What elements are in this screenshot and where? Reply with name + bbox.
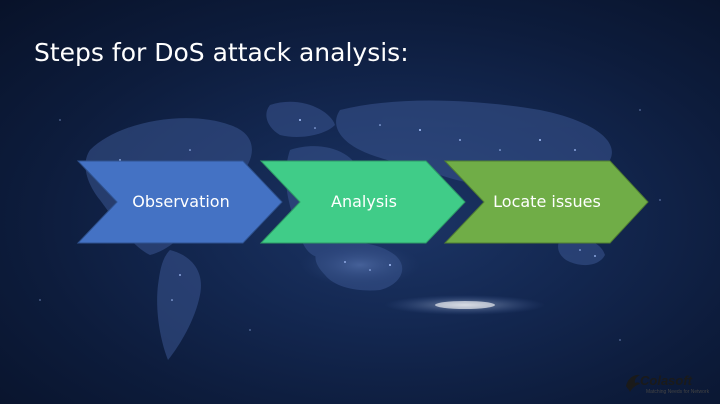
chevron-observation bbox=[76, 160, 283, 244]
chevron-analysis bbox=[259, 160, 466, 244]
chevron-locate-issues bbox=[443, 160, 649, 244]
logo-bird-icon bbox=[626, 374, 640, 392]
step-label-observation: Observation bbox=[132, 192, 230, 211]
step-label-analysis: Analysis bbox=[331, 192, 397, 211]
logo-name: Colasoft bbox=[640, 373, 692, 388]
colasoft-logo: Colasoft Matching Needs for Network bbox=[622, 370, 714, 400]
logo-tagline: Matching Needs for Network bbox=[646, 389, 710, 395]
step-label-locate-issues: Locate issues bbox=[493, 192, 601, 211]
slide-title: Steps for DoS attack analysis: bbox=[34, 38, 409, 67]
